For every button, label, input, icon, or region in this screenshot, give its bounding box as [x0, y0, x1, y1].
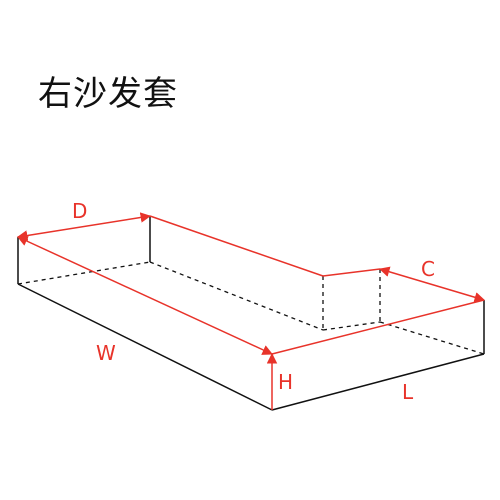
depth-arrow [16, 212, 152, 241]
page-title: 右沙发套 [38, 74, 178, 114]
height-label: H [278, 370, 293, 394]
dimension-arrows [16, 212, 486, 410]
outline-edges [17, 216, 485, 411]
depth-label: D [72, 199, 87, 223]
hidden-edges [17, 261, 485, 355]
width-label: W [96, 341, 116, 365]
corner-label: C [421, 257, 435, 281]
length-label: L [402, 380, 414, 404]
corner-arrow [378, 266, 486, 303]
width-arrow [17, 236, 273, 355]
